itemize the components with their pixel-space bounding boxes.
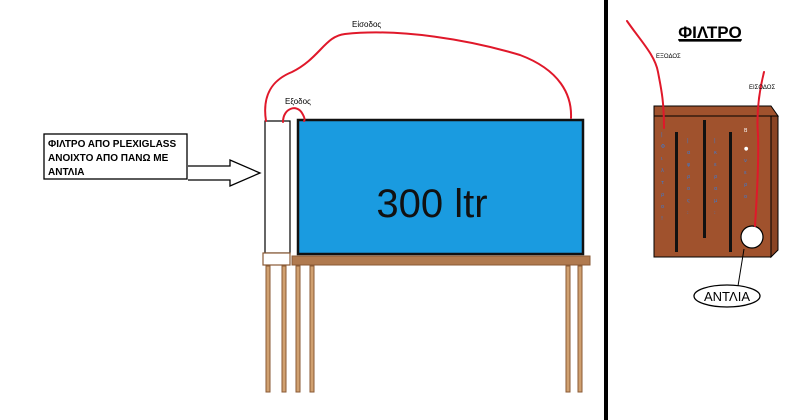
tank-body (296, 118, 585, 256)
pump-leader-line (737, 248, 745, 287)
outlet-label: Εξοδος (285, 97, 311, 106)
filter-box-top (653, 105, 779, 117)
svg-text:|: | (687, 138, 689, 144)
svg-text:ρ: ρ (714, 174, 717, 180)
svg-text::: : (714, 210, 716, 216)
callout-arrow (188, 159, 262, 187)
detail-right-label: ΕΙΣΟΔΟΣ (749, 85, 775, 91)
chamber-mark: B (744, 128, 748, 134)
inlet-label: Είσοδος (352, 20, 381, 29)
stand-leg-right-b (577, 265, 583, 393)
chamber-divider-2 (703, 120, 706, 238)
aquarium-stand (265, 255, 591, 393)
svg-text:μ: μ (714, 198, 718, 204)
stand-leg-right-a (565, 265, 571, 393)
svg-text:ρ: ρ (661, 192, 664, 198)
callout-line-3: ΑΝΤΛΙΑ (48, 167, 84, 178)
detail-title: ΦΙΛΤΡΟ (678, 23, 742, 42)
tank-capacity-label: 300 ltr (376, 182, 487, 226)
panel-divider (604, 0, 608, 420)
svg-text:ο: ο (687, 186, 690, 192)
detail-left-label: ΕΞΟΔΟΣ (656, 54, 681, 60)
callout-box (43, 133, 188, 180)
detail-hose-right (754, 71, 765, 227)
callout-line-1: ΦΙΛΤΡΟ ΑΠΟ PLEXIGLASS (48, 139, 176, 150)
svg-text:|: | (661, 132, 663, 138)
svg-text:!: ! (661, 216, 663, 222)
svg-text:|: | (714, 138, 716, 144)
pump-label: ΑΝΤΛΙΑ (704, 289, 750, 304)
stand-leg-left-inner (281, 265, 287, 393)
hose-inlet-main (264, 31, 573, 122)
svg-text:Φ: Φ (661, 144, 665, 150)
pump-icon (740, 225, 764, 249)
svg-text:ρ: ρ (687, 174, 690, 180)
svg-text:ι: ι (661, 156, 663, 162)
detail-hose-left (626, 20, 665, 129)
stand-leg-left-outer (265, 265, 271, 393)
stand-leg-mid (309, 265, 315, 393)
hose-outlet (282, 107, 306, 123)
svg-text:ο: ο (744, 194, 747, 200)
stand-top (291, 255, 591, 266)
svg-text::: : (687, 210, 689, 216)
svg-text:ς: ς (687, 198, 690, 204)
chamber-divider-3 (729, 132, 732, 252)
pump-label-bubble (693, 284, 761, 308)
svg-text:ρ: ρ (744, 182, 747, 188)
chamber-divider-1 (675, 132, 678, 252)
stand-leg-mid-left (295, 265, 301, 393)
svg-text:α: α (687, 150, 691, 156)
svg-text:φ: φ (687, 162, 691, 168)
filter-description-callout: ΦΙΛΤΡΟ ΑΠΟ PLEXIGLASS ΑΝΟΙΧΤΟ ΑΠΟ ΠΑΝΩ Μ… (43, 133, 262, 187)
svg-text:ν: ν (744, 158, 747, 164)
svg-text:λ: λ (661, 168, 664, 174)
callout-line-2: ΑΝΟΙΧΤΟ ΑΠΟ ΠΑΝΩ ΜΕ (48, 153, 169, 164)
svg-text:ε: ε (744, 170, 747, 176)
filter-column-base (262, 252, 291, 266)
filter-column-body (264, 120, 291, 254)
svg-text:ο: ο (661, 204, 664, 210)
filter-box-side (770, 115, 779, 259)
hoses (264, 31, 573, 123)
aquarium-tank: 300 ltr (296, 118, 585, 256)
svg-text:α: α (714, 186, 718, 192)
svg-text:●: ● (744, 146, 749, 152)
svg-text:ε: ε (714, 162, 717, 168)
side-filter-column (262, 120, 291, 266)
svg-text:τ: τ (661, 180, 664, 186)
svg-text:κ: κ (714, 150, 717, 156)
